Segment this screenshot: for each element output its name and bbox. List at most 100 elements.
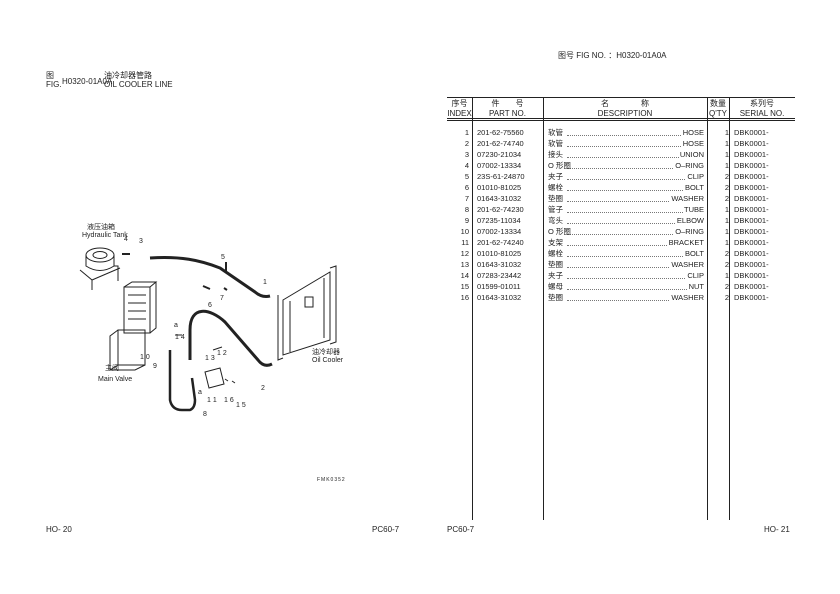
row-qty: 1 <box>724 216 729 225</box>
row-index: 12 <box>460 249 469 258</box>
header-serial: 系列号 SERIAL NO. <box>729 99 795 119</box>
row-desc-en: ELBOW <box>675 215 704 226</box>
row-desc-en: HOSE <box>681 127 704 138</box>
callout-1: 1 <box>263 279 267 286</box>
callout-2: 2 <box>261 385 265 392</box>
row-index: 11 <box>461 238 469 247</box>
row-leader-dots <box>567 171 697 180</box>
row-desc-cn: 接头 <box>548 150 563 159</box>
callout-14: 1 4 <box>175 334 185 341</box>
bracket-11 <box>204 367 225 389</box>
callout-11: 1 1 <box>207 397 217 404</box>
row-serial: DBK0001- <box>734 150 769 159</box>
row-desc-cn: 夹子 <box>548 271 563 280</box>
header-desc-cn: 名 称 <box>601 99 649 108</box>
row-leader-dots <box>567 127 697 136</box>
callout-3: 3 <box>139 238 143 245</box>
row-desc-en: O–RING <box>674 160 704 171</box>
row-index: 7 <box>464 194 469 203</box>
row-serial: DBK0001- <box>734 271 769 280</box>
row-serial: DBK0001- <box>734 227 769 236</box>
row-qty: 1 <box>724 128 729 137</box>
drawing-code: FMK0352 <box>317 477 346 483</box>
row-qty: 1 <box>724 139 729 148</box>
header-desc-en: DESCRIPTION <box>597 109 653 118</box>
row-desc-cn: 弯头 <box>548 216 563 225</box>
row-desc-en: NUT <box>687 281 704 292</box>
right-page-number: HO- 21 <box>764 525 790 534</box>
row-desc-en: TUBE <box>682 204 704 215</box>
main-valve-label-cn: 主阀 <box>105 363 119 372</box>
row-part-no: 201-62-74740 <box>477 139 524 148</box>
oil-cooler-label-en: Oil Cooler <box>312 357 344 364</box>
left-page-number: HO- 20 <box>46 525 72 534</box>
row-part-no: 01599-01011 <box>477 282 521 291</box>
row-qty: 2 <box>724 172 729 181</box>
row-desc-cn: 软管 <box>548 128 563 137</box>
row-serial: DBK0001- <box>734 260 769 269</box>
row-part-no: 07002-13334 <box>477 227 522 236</box>
row-qty: 2 <box>724 183 729 192</box>
row-leader-dots <box>567 237 697 246</box>
callout-7: 7 <box>220 295 224 302</box>
callout-13: 1 3 <box>205 355 215 362</box>
row-part-no: 23S-61-24870 <box>477 172 525 181</box>
row-serial: DBK0001- <box>734 282 769 291</box>
row-part-no: 07235-11034 <box>477 216 521 225</box>
row-desc-cn: O 形圈 <box>548 227 571 236</box>
row-index: 14 <box>460 271 469 280</box>
row-index: 9 <box>464 216 469 225</box>
row-desc-cn: 垫圈 <box>548 194 563 203</box>
row-qty: 2 <box>724 293 729 302</box>
oil-cooler-label-cn: 油冷却器 <box>312 347 340 356</box>
row-leader-dots <box>567 204 697 213</box>
row-qty: 1 <box>724 227 729 236</box>
hydraulic-tank-label-cn: 液压油箱 <box>87 222 115 231</box>
row-qty: 2 <box>724 260 729 269</box>
row-index: 6 <box>464 183 469 192</box>
row-part-no: 201-62-74230 <box>477 205 524 214</box>
callout-4: 4 <box>124 236 128 243</box>
row-desc-cn: O 形圈 <box>548 161 571 170</box>
row-part-no: 01010-81025 <box>477 249 522 258</box>
row-serial: DBK0001- <box>734 183 769 192</box>
row-index: 1 <box>464 128 469 137</box>
row-qty: 1 <box>724 238 729 247</box>
row-serial: DBK0001- <box>734 205 769 214</box>
tube-8 <box>168 350 197 412</box>
row-desc-cn: 垫圈 <box>548 260 563 269</box>
main-valve-label-en: Main Valve <box>98 376 132 383</box>
fig-no-label: 图号 FIG NO. ：H0320-01A0A <box>558 51 667 60</box>
row-qty: 2 <box>724 249 729 258</box>
header-qty-en: Q'TY <box>709 109 727 118</box>
row-index: 15 <box>460 282 469 291</box>
row-desc-en: WASHER <box>670 292 704 303</box>
row-desc-en: UNION <box>678 149 704 160</box>
header-description: 名 称 DESCRIPTION <box>543 99 707 119</box>
row-qty: 2 <box>724 282 729 291</box>
hose-1 <box>149 256 271 298</box>
main-valve-illustration <box>109 281 158 371</box>
row-leader-dots <box>567 259 697 268</box>
row-part-no: 07002-13334 <box>477 161 522 170</box>
header-part-cn: 件 号 <box>491 99 524 108</box>
row-serial: DBK0001- <box>734 238 769 247</box>
fig-number: H0320-01A0A <box>62 77 113 86</box>
row-index: 10 <box>460 227 469 236</box>
row-index: 8 <box>464 205 469 214</box>
fig-label-en: FIG. <box>46 80 62 89</box>
row-part-no: 201-62-74240 <box>477 238 524 247</box>
row-leader-dots <box>567 149 697 158</box>
title-cn: 油冷却器管路 <box>104 71 152 80</box>
row-leader-dots <box>567 182 697 191</box>
row-desc-cn: 软管 <box>548 139 563 148</box>
callout-12: 1 2 <box>217 350 227 357</box>
title-en: OIL COOLER LINE <box>104 80 173 89</box>
